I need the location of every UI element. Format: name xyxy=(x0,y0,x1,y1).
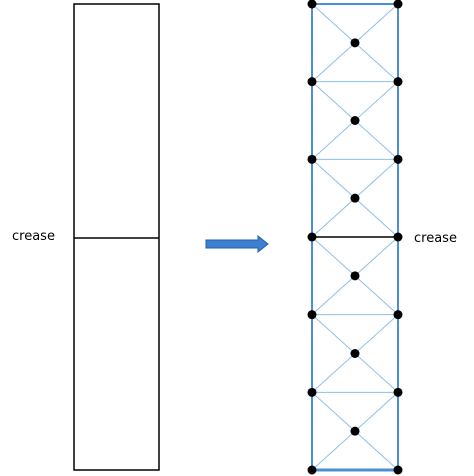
mesh-node xyxy=(393,387,403,397)
mesh-node xyxy=(393,154,403,164)
mesh-node xyxy=(307,465,317,475)
strip-outline xyxy=(73,3,160,471)
mesh-node xyxy=(307,0,317,9)
mesh-node xyxy=(307,154,317,164)
meshed-strip xyxy=(307,0,403,475)
mesh-node xyxy=(393,77,403,87)
mesh-center-node xyxy=(350,116,360,125)
plain-strip xyxy=(73,3,160,471)
arrow-icon xyxy=(205,234,269,254)
mesh-node xyxy=(307,310,317,320)
arrow-shape xyxy=(205,234,269,254)
mesh-center-node xyxy=(350,38,360,48)
mesh-center-node xyxy=(350,426,360,436)
mesh-node xyxy=(307,232,317,242)
mesh-node xyxy=(393,232,403,242)
right-crease-label: crease xyxy=(414,231,457,246)
mesh-center-node xyxy=(350,271,360,281)
mesh-node xyxy=(307,387,317,397)
mesh-node xyxy=(393,310,403,320)
mesh-center-node xyxy=(350,349,360,358)
mesh-node xyxy=(393,465,403,475)
mesh-center-node xyxy=(350,193,360,203)
mesh-node xyxy=(393,0,403,9)
mesh-node xyxy=(307,77,317,87)
left-crease-label: crease xyxy=(12,229,55,244)
